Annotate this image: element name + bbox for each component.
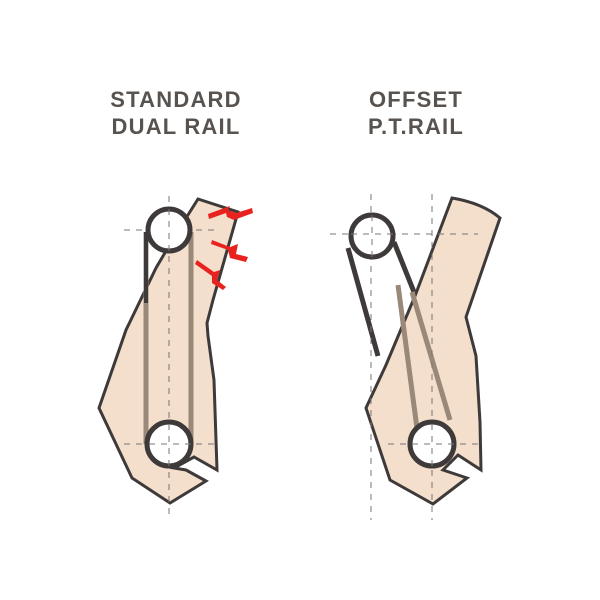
rail-left (395, 284, 421, 437)
title-line-1: STANDARD (110, 87, 242, 112)
pain-indicator-icons (195, 206, 253, 290)
title-line-1: OFFSET (369, 87, 463, 112)
pain-bolt-icon (208, 206, 253, 220)
pain-bolt-icon (211, 240, 248, 262)
top-pulley (145, 206, 193, 254)
standard-dual-rail-title: STANDARD DUAL RAIL (76, 86, 276, 140)
title-line-2: P.T.RAIL (368, 114, 464, 139)
offset-pt-rail-diagram (330, 194, 502, 520)
offset-pt-rail-title: OFFSET P.T.RAIL (316, 86, 516, 140)
hand-shape (364, 196, 502, 506)
rail-right (409, 291, 453, 421)
standard-dual-rail-diagram (97, 196, 253, 520)
hand-shape (97, 197, 240, 505)
pain-bolt-icon (195, 260, 226, 290)
rail-right-outline (391, 241, 417, 293)
rail-left-outline (345, 247, 381, 357)
title-line-2: DUAL RAIL (111, 114, 241, 139)
top-pulley (348, 212, 396, 260)
